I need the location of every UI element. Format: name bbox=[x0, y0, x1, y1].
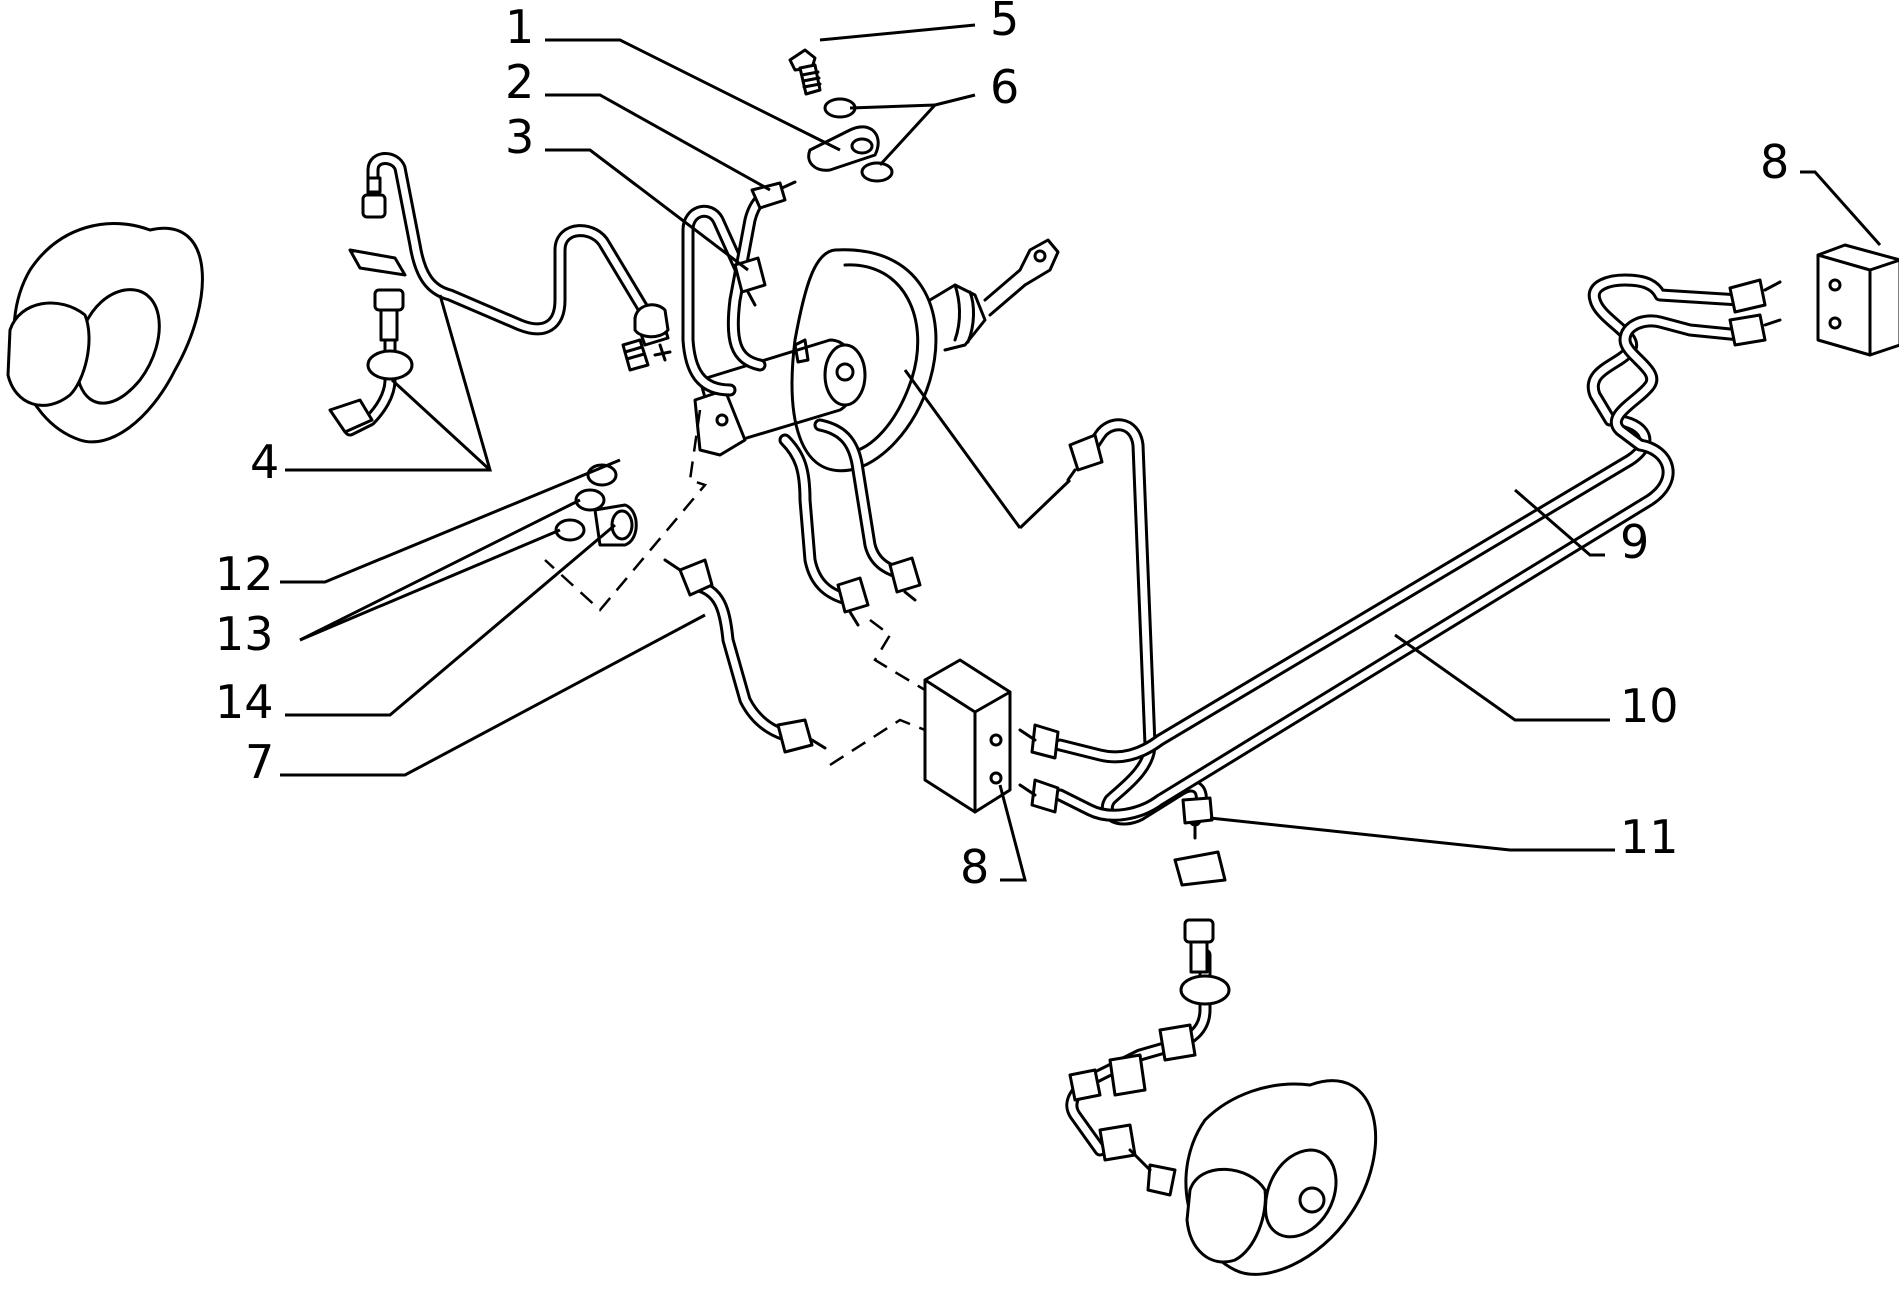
brake-pipes bbox=[343, 152, 1747, 1157]
master-cylinder bbox=[693, 338, 867, 457]
callout-3: 3 bbox=[505, 110, 534, 164]
callout-8-center: 8 bbox=[960, 840, 989, 894]
callout-10: 10 bbox=[1620, 679, 1679, 733]
callout-12: 12 bbox=[215, 547, 274, 601]
callout-1: 1 bbox=[505, 0, 534, 54]
junction-block-center bbox=[923, 658, 1012, 814]
leader-lines bbox=[280, 23, 1882, 882]
banjo-union-top bbox=[788, 48, 894, 183]
left-brake-disc bbox=[6, 222, 204, 444]
pipe-fittings bbox=[328, 176, 1782, 1197]
callout-8-right: 8 bbox=[1760, 135, 1789, 189]
assembly-lines bbox=[544, 409, 926, 767]
callout-labels: 1 2 3 4 5 6 7 8 8 9 10 11 12 13 14 bbox=[215, 0, 1789, 894]
callout-14: 14 bbox=[215, 675, 274, 729]
junction-block-right bbox=[1816, 243, 1899, 357]
callout-11: 11 bbox=[1620, 810, 1679, 864]
right-brake-disc bbox=[1184, 1079, 1378, 1276]
callout-2: 2 bbox=[505, 55, 534, 109]
callout-9: 9 bbox=[1620, 515, 1649, 569]
callout-5: 5 bbox=[990, 0, 1019, 46]
callout-13: 13 bbox=[215, 607, 274, 661]
callout-7: 7 bbox=[245, 735, 274, 789]
callout-4: 4 bbox=[250, 435, 279, 489]
callout-6: 6 bbox=[990, 60, 1019, 114]
